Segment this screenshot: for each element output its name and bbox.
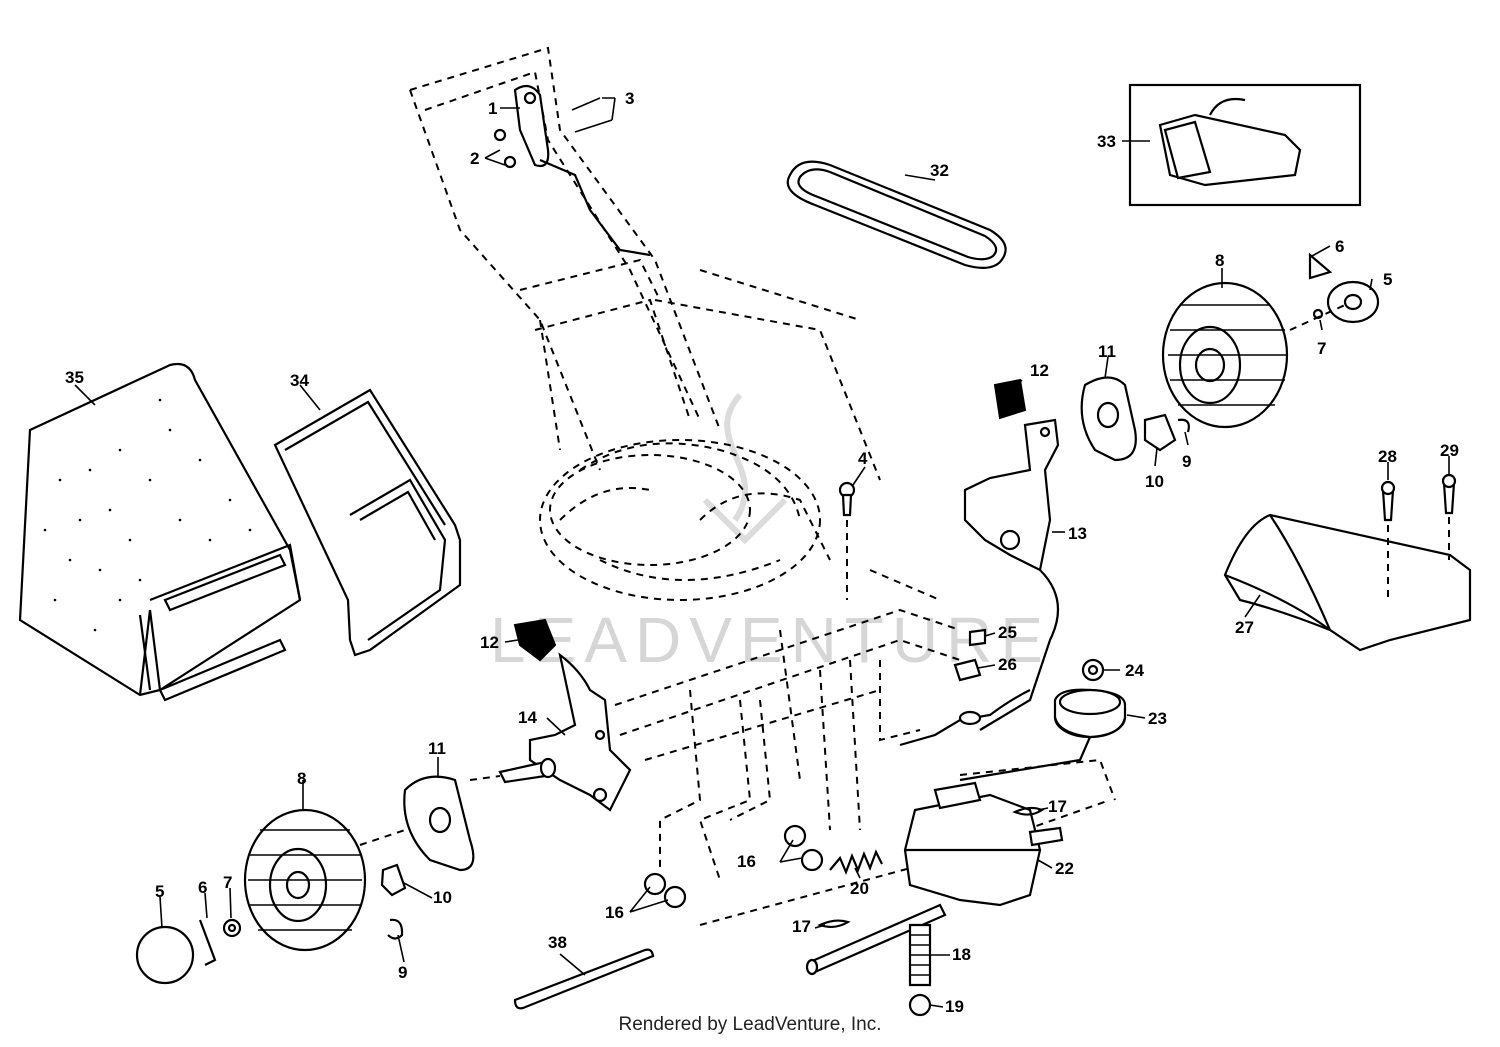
callout-20: 20 [850, 879, 869, 898]
control-cable [899, 689, 1031, 747]
render-credit: Rendered by LeadVenture, Inc. [618, 1014, 882, 1035]
grass-bag-frame [273, 388, 462, 657]
right-height-adjuster [963, 378, 1060, 731]
left-height-adjuster [469, 618, 632, 812]
callout-34: 34 [290, 371, 309, 390]
right-wheel-hardware [1143, 252, 1380, 452]
watermark: LEADVENTURE [490, 604, 1051, 676]
callout-11-left: 11 [428, 739, 446, 758]
spring-18-and-nut-19 [908, 923, 932, 1017]
callout-5-right: 5 [1383, 270, 1392, 289]
callout-8-right: 8 [1215, 251, 1224, 270]
callout-9-left: 9 [398, 963, 407, 982]
rear-deflector [1223, 473, 1472, 652]
callout-7-right: 7 [1317, 339, 1326, 358]
callout-16-lower: 16 [605, 903, 624, 922]
callout-10-left: 10 [433, 888, 452, 907]
handle-bracket-assembly [493, 84, 651, 257]
grass-catcher-bag [18, 362, 302, 702]
callout-4: 4 [858, 449, 868, 468]
right-wheel [1161, 281, 1289, 429]
callout-7-left: 7 [223, 873, 232, 892]
callout-38: 38 [548, 933, 567, 952]
nuts-16 [643, 824, 824, 909]
drive-belt [786, 160, 1007, 269]
watermark-logo [702, 393, 788, 545]
callout-12-right: 12 [1030, 361, 1049, 380]
callout-33: 33 [1097, 132, 1116, 151]
callout-27: 27 [1235, 618, 1254, 637]
left-wheel [243, 808, 367, 952]
left-wheel-hardware [135, 829, 407, 985]
right-wheel-cover [1080, 376, 1137, 462]
bolt-4 [838, 481, 856, 600]
callout-19: 19 [945, 997, 964, 1016]
leader-lines [74, 97, 1450, 1008]
axle-rod [513, 948, 655, 1010]
callout-1: 1 [488, 99, 497, 118]
part-33-inset [1128, 83, 1362, 207]
callout-32: 32 [930, 161, 949, 180]
callout-14: 14 [518, 708, 537, 727]
callout-10-right: 10 [1145, 472, 1164, 491]
callout-8-left: 8 [297, 769, 306, 788]
callout-5-left: 5 [155, 882, 164, 901]
callout-6-left: 6 [198, 878, 207, 897]
callout-35: 35 [65, 368, 84, 387]
mower-frame-dashed [409, 46, 1116, 926]
callouts: 1 2 3 4 5 5 6 6 7 7 8 8 9 9 10 10 11 11 … [65, 89, 1459, 1016]
drive-pulley [953, 628, 1127, 782]
callout-22: 22 [1055, 859, 1074, 878]
callout-17-upper: 17 [1048, 797, 1067, 816]
spring-20 [829, 849, 883, 875]
callout-26: 26 [998, 655, 1017, 674]
callout-9-right: 9 [1182, 452, 1191, 471]
transmission-gearbox [805, 781, 1064, 976]
callout-24: 24 [1125, 661, 1144, 680]
callout-29: 29 [1440, 441, 1459, 460]
callout-13: 13 [1068, 524, 1087, 543]
callout-2: 2 [470, 149, 479, 168]
callout-23: 23 [1148, 709, 1167, 728]
callout-6-right: 6 [1335, 237, 1344, 256]
callout-18: 18 [952, 945, 971, 964]
callout-16-upper: 16 [737, 852, 756, 871]
left-wheel-cover [403, 775, 475, 872]
callout-28: 28 [1378, 447, 1397, 466]
callout-11-right: 11 [1098, 342, 1116, 361]
callout-17-lower: 17 [792, 917, 811, 936]
callout-25: 25 [998, 623, 1017, 642]
callout-12-left: 12 [480, 633, 499, 652]
callout-3: 3 [625, 89, 634, 108]
